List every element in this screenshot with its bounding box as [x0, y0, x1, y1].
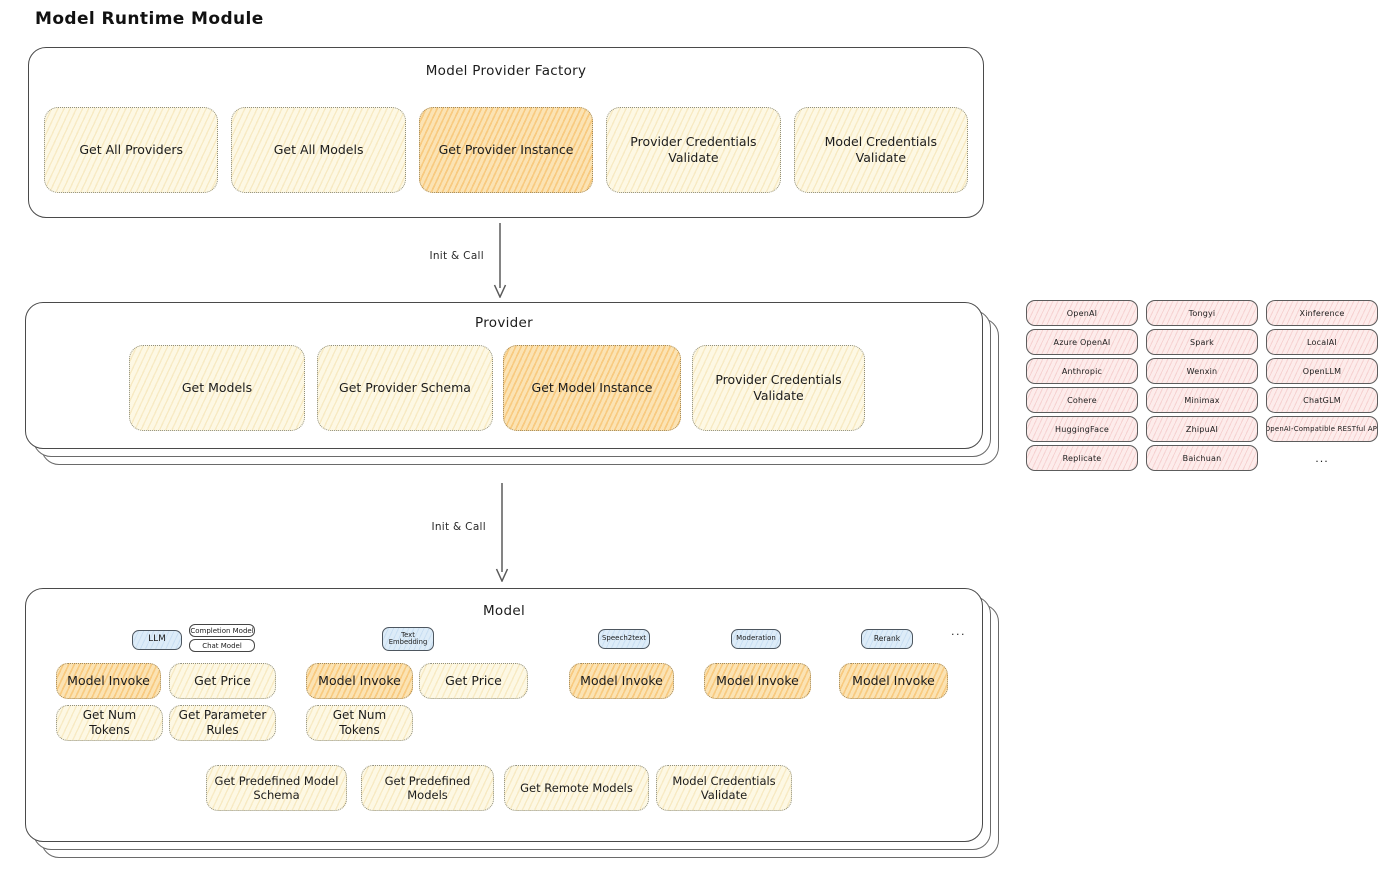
provider-list-grid: OpenAI Tongyi Xinference Azure OpenAI Sp… [1026, 300, 1378, 471]
provider-pill-wenxin: Wenxin [1146, 358, 1258, 384]
provider-pill-openai: OpenAI [1026, 300, 1138, 326]
provider-pill-azure-openai: Azure OpenAI [1026, 329, 1138, 355]
node-provider-credentials-validate-2: Provider Credentials Validate [692, 345, 865, 431]
tab-moderation: Moderation [731, 629, 781, 649]
tab-rerank: Rerank [861, 629, 913, 649]
node-rerank-model-invoke: Model Invoke [839, 663, 948, 699]
provider-pill-openai-compatible-restful-api: OpenAI-Compatible RESTful API [1266, 416, 1378, 442]
node-embedding-get-num-tokens: Get Num Tokens [306, 705, 413, 741]
page-title: Model Runtime Module [35, 9, 264, 29]
more-tabs-ellipsis: ... [951, 625, 966, 638]
node-get-provider-instance: Get Provider Instance [418, 107, 594, 193]
node-embedding-model-invoke: Model Invoke [306, 663, 413, 699]
provider-pill-replicate: Replicate [1026, 445, 1138, 471]
node-provider-credentials-validate: Provider Credentials Validate [606, 107, 781, 193]
node-get-predefined-models: Get Predefined Models [361, 765, 494, 811]
node-embedding-get-price: Get Price [419, 663, 528, 699]
model-provider-factory-panel: Model Provider Factory Get All Providers… [28, 47, 984, 218]
tab-text-embedding: Text Embedding [382, 627, 434, 651]
factory-panel-title: Model Provider Factory [425, 63, 587, 79]
node-llm-get-parameter-rules: Get Parameter Rules [169, 705, 276, 741]
node-speech2text-model-invoke: Model Invoke [569, 663, 674, 699]
node-get-model-instance: Get Model Instance [503, 345, 681, 431]
provider-pill-spark: Spark [1146, 329, 1258, 355]
node-get-remote-models: Get Remote Models [504, 765, 649, 811]
tab-llm: LLM [132, 630, 182, 650]
model-panel: Model LLM Completion Model Chat Model Te… [25, 588, 983, 842]
model-panel-title: Model [482, 603, 526, 619]
node-llm-model-invoke: Model Invoke [56, 663, 161, 699]
provider-pill-cohere: Cohere [1026, 387, 1138, 413]
provider-pill-xinference: Xinference [1266, 300, 1378, 326]
tab-speech2text: Speech2text [598, 629, 650, 649]
node-get-all-models: Get All Models [231, 107, 406, 193]
provider-pill-tongyi: Tongyi [1146, 300, 1258, 326]
node-llm-get-price: Get Price [169, 663, 276, 699]
provider-pill-chatglm: ChatGLM [1266, 387, 1378, 413]
provider-pill-localai: LocalAI [1266, 329, 1378, 355]
provider-pill-baichuan: Baichuan [1146, 445, 1258, 471]
provider-pill-minimax: Minimax [1146, 387, 1258, 413]
node-get-models: Get Models [129, 345, 305, 431]
arrow-down-icon [493, 223, 507, 298]
provider-pill-zhipuai: ZhipuAI [1146, 416, 1258, 442]
init-call-label-2: Init & Call [431, 521, 486, 533]
provider-panel-title: Provider [475, 315, 533, 331]
node-llm-get-num-tokens: Get Num Tokens [56, 705, 163, 741]
node-model-credentials-validate: Model Credentials Validate [793, 107, 969, 193]
subtab-completion-model: Completion Model [189, 624, 255, 637]
node-model-credentials-validate-2: Model Credentials Validate [656, 765, 792, 811]
llm-subtypes: Completion Model Chat Model [189, 624, 255, 652]
subtab-chat-model: Chat Model [189, 639, 255, 652]
provider-pill-huggingface: HuggingFace [1026, 416, 1138, 442]
init-call-label-1: Init & Call [429, 250, 484, 262]
provider-pill-anthropic: Anthropic [1026, 358, 1138, 384]
provider-panel: Provider Get Models Get Provider Schema … [25, 302, 983, 449]
node-moderation-model-invoke: Model Invoke [704, 663, 811, 699]
node-get-provider-schema: Get Provider Schema [317, 345, 493, 431]
more-providers-ellipsis: ... [1315, 451, 1329, 465]
node-get-all-providers: Get All Providers [44, 107, 219, 193]
arrow-down-icon [495, 483, 509, 582]
factory-items-row: Get All Providers Get All Models Get Pro… [44, 107, 969, 193]
node-get-predefined-model-schema: Get Predefined Model Schema [206, 765, 347, 811]
provider-pill-openllm: OpenLLM [1266, 358, 1378, 384]
